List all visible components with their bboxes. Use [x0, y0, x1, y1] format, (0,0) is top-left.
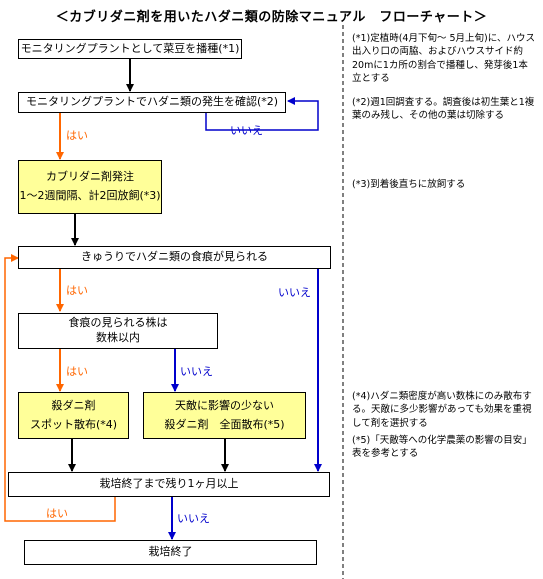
- note-2: (*2)週1回調査する。調査後は初生葉と1複葉のみ残し、その他の葉は切除する: [352, 97, 535, 122]
- label-yes-2: はい: [66, 284, 88, 297]
- step-spot-spray-line1: 殺ダニ剤: [51, 398, 96, 412]
- arrow-b2-loop-no: [205, 97, 319, 131]
- step-spot-spray-line2: スポット散布(*4): [29, 417, 118, 431]
- step-check-mite-occurrence-text: モニタリングプラントでハダニ類の発生を確認(*2): [25, 95, 279, 109]
- step-full-spray: 天敵に影響の少ない 殺ダニ剤 全面散布(*5): [143, 392, 306, 439]
- page-title: ＜カブリダニ剤を用いたハダニ類の防除マニュアル フローチャート＞: [55, 10, 488, 25]
- step-order-line2: 1～2週間隔、計2回放飼(*3): [19, 189, 161, 202]
- step-full-spray-line2: 殺ダニ剤 全面散布(*5): [164, 417, 285, 431]
- step-full-spray-line1: 天敵に影響の少ない: [175, 398, 274, 412]
- step-over-one-month-left: 栽培終了まで残り1ヶ月以上: [8, 472, 330, 497]
- step-end-cultivation: 栽培終了: [24, 540, 317, 565]
- label-no-2: いいえ: [278, 286, 311, 299]
- step-few-plants-affected: 食痕の見られる株は 数株以内: [18, 313, 218, 349]
- label-no-3: いいえ: [180, 365, 213, 378]
- step-end-cultivation-text: 栽培終了: [148, 545, 193, 559]
- note-3: (*3)到着後直ちに放飼する: [352, 179, 466, 190]
- step-sow-monitoring-plant-text: モニタリングプラントとして菜豆を播種(*1): [20, 41, 240, 55]
- step-few-plants-line2: 数株以内: [96, 331, 140, 344]
- label-no-4: いいえ: [177, 512, 210, 525]
- step-check-mite-occurrence: モニタリングプラントでハダニ類の発生を確認(*2): [18, 92, 286, 113]
- step-few-plants-line1: 食痕の見られる株は: [68, 316, 168, 330]
- label-yes-3: はい: [66, 365, 88, 378]
- step-feeding-marks-on-cucumber: きゅうりでハダニ類の食痕が見られる: [18, 246, 331, 269]
- step-spot-spray: 殺ダニ剤 スポット散布(*4): [18, 392, 129, 439]
- step-over-one-month-text: 栽培終了まで残り1ヶ月以上: [99, 477, 239, 491]
- note-1: (*1)定植時(4月下旬～ 5月上旬)に、ハウス出入り口の両脇、およびハウスサイ…: [352, 33, 535, 84]
- step-feeding-marks-text: きゅうりでハダニ類の食痕が見られる: [81, 250, 268, 264]
- note-4: (*4)ハダニ類密度が高い数株にのみ散布する。天敵に多少影響があっても効果を重視…: [352, 391, 532, 429]
- label-yes-1: はい: [66, 129, 88, 142]
- note-5: (*5)「天敵等への化学農薬の影響の目安」表を参考とする: [352, 435, 532, 460]
- label-no-1: いいえ: [230, 124, 263, 137]
- step-sow-monitoring-plant: モニタリングプラントとして菜豆を播種(*1): [18, 39, 242, 59]
- label-yes-4: はい: [46, 507, 68, 520]
- arrow-b8-loop-yes: [4, 254, 116, 522]
- step-order-predatory-mites: カブリダニ剤発注 1～2週間隔、計2回放飼(*3): [18, 160, 162, 214]
- step-order-line1: カブリダニ剤発注: [46, 170, 134, 184]
